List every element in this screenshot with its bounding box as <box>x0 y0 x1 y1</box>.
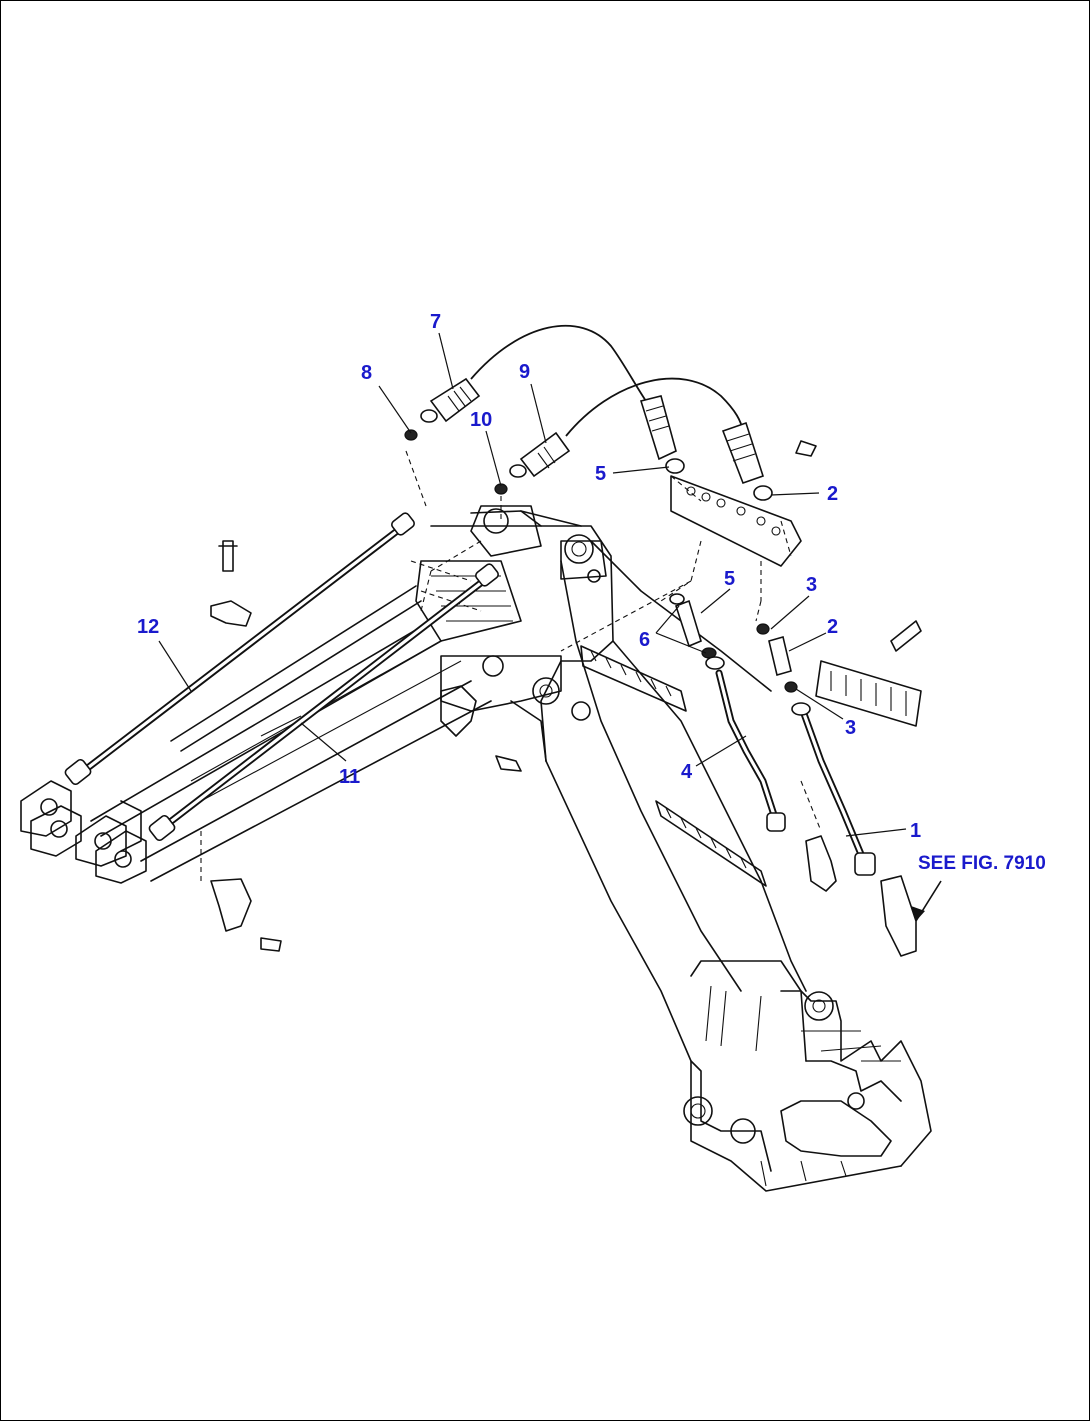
callout-5-lower: 5 <box>724 568 735 590</box>
callout-labels: 1 2 2 3 3 4 5 5 6 7 8 9 10 11 12 SEE FIG… <box>137 311 1046 874</box>
callout-5-upper: 5 <box>595 463 606 485</box>
callout-4: 4 <box>681 761 693 783</box>
assembly-guide-lines <box>200 450 822 881</box>
callout-6: 6 <box>639 629 650 651</box>
leader-lines <box>158 332 942 922</box>
callout-8: 8 <box>361 362 372 384</box>
callout-3-lower: 3 <box>845 717 856 739</box>
boom-structure <box>20 440 932 1192</box>
see-figure-reference: SEE FIG. 7910 <box>918 853 1046 874</box>
callout-7: 7 <box>430 311 441 333</box>
callout-2-upper: 2 <box>827 483 838 505</box>
callout-12: 12 <box>137 616 159 638</box>
hoses <box>77 324 867 863</box>
callout-3-upper: 3 <box>806 574 817 596</box>
callout-2-lower: 2 <box>827 616 838 638</box>
callout-10: 10 <box>470 409 492 431</box>
callout-11: 11 <box>339 766 360 788</box>
callout-1: 1 <box>910 820 921 842</box>
callout-9: 9 <box>519 361 530 383</box>
fittings <box>64 377 876 876</box>
